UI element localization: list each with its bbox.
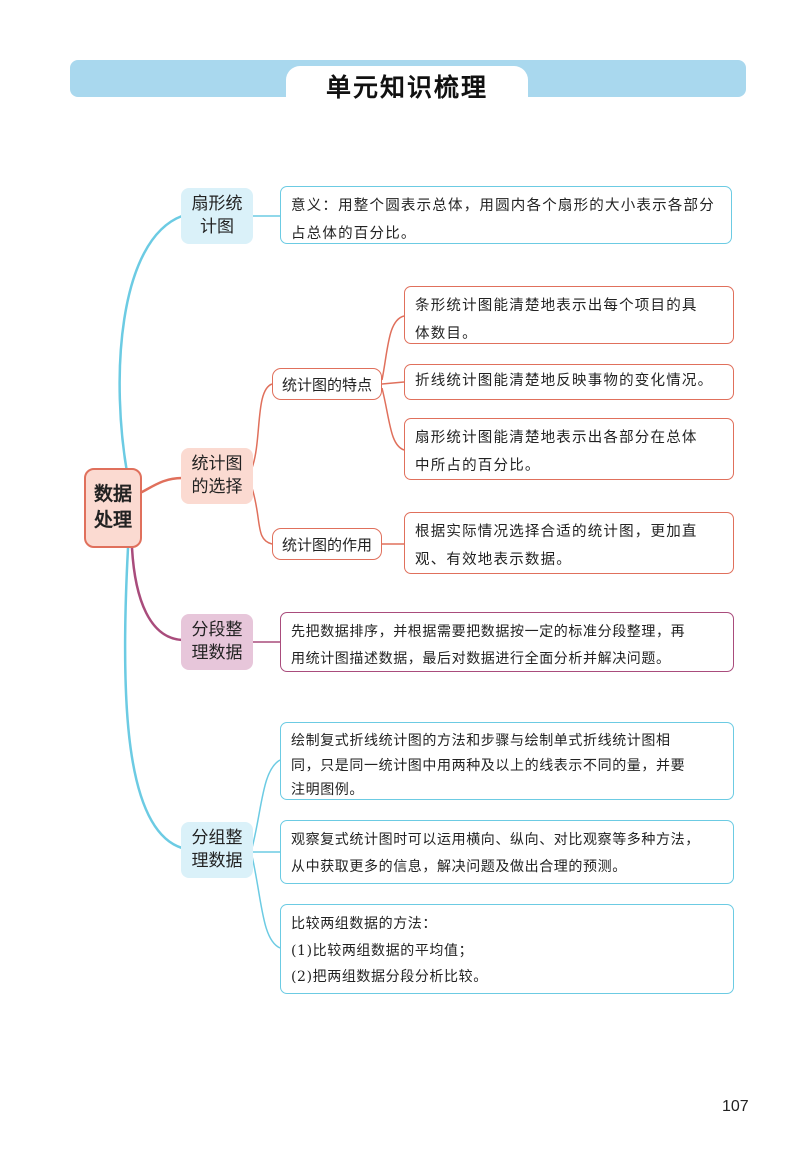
connector-root-group xyxy=(123,546,184,850)
page-number: 107 xyxy=(722,1098,749,1115)
feature-line-chart-box: 折线统计图能清楚地反映事物的变化情况。 xyxy=(404,364,734,400)
group-item1-line-3: 注明图例。 xyxy=(291,782,364,798)
feature-pie-line-1: 扇形统计图能清楚地表示出各部分在总体 xyxy=(415,430,698,446)
branch-segment-data: 分段整 理数据 xyxy=(181,614,253,670)
subnode-chart-usage: 统计图的作用 xyxy=(272,528,382,560)
branch-group-line-2: 理数据 xyxy=(191,851,243,871)
branch-pie-line-2: 计图 xyxy=(200,217,234,237)
segment-line-2: 用统计图描述数据，最后对数据进行全面分析并解决问题。 xyxy=(291,650,671,667)
root-line-2: 处理 xyxy=(93,509,132,531)
branch-segment-line-1: 分段整 xyxy=(191,620,243,641)
connector-features-item1 xyxy=(381,315,405,381)
group-observe-box: 观察复式统计图时可以运用横向、纵向、对比观察等多种方法， 从中获取更多的信息，解… xyxy=(280,820,734,884)
feature-pie-chart-box: 扇形统计图能清楚地表示出各部分在总体 中所占的百分比。 xyxy=(404,418,734,480)
feature-pie-line-2: 中所占的百分比。 xyxy=(415,457,541,474)
connector-root-pie xyxy=(118,214,184,480)
branch-pie-chart: 扇形统 计图 xyxy=(181,188,253,244)
branch-segment-line-2: 理数据 xyxy=(191,643,243,663)
group-item3-line-3: (2)把两组数据分段分析比较。 xyxy=(291,969,488,986)
branch-group-data: 分组整 理数据 xyxy=(181,822,253,878)
group-item2-line-2: 从中获取更多的信息，解决问题及做出合理的预测。 xyxy=(291,858,627,875)
connector-group-item3 xyxy=(251,855,281,949)
root-line-1: 数据 xyxy=(93,483,132,506)
connector-features-item2 xyxy=(381,381,405,385)
group-item2-line-1: 观察复式统计图时可以运用横向、纵向、对比观察等多种方法， xyxy=(291,832,700,848)
usage-line-1: 根据实际情况选择合适的统计图，更加直 xyxy=(415,524,698,540)
usage-line-2: 观、有效地表示数据。 xyxy=(415,551,572,568)
connector-choice-usage xyxy=(251,487,273,545)
connector-group-item1 xyxy=(251,759,281,849)
group-compare-box: 比较两组数据的方法： (1)比较两组数据的平均值； (2)把两组数据分段分析比较… xyxy=(280,904,734,994)
group-item1-line-2: 同，只是同一统计图中用两种及以上的线表示不同的量，并要 xyxy=(291,757,686,774)
pie-meaning-line-1: 意义：用整个圆表示总体，用圆内各个扇形的大小表示各部分 xyxy=(291,198,715,214)
group-item3-line-1: 比较两组数据的方法： xyxy=(291,916,437,932)
feature-bar-chart-box: 条形统计图能清楚地表示出每个项目的具 体数目。 xyxy=(404,286,734,344)
usage-detail-box: 根据实际情况选择合适的统计图，更加直 观、有效地表示数据。 xyxy=(404,512,734,574)
branch-choice-line-1: 统计图 xyxy=(191,454,243,475)
pie-meaning-box: 意义：用整个圆表示总体，用圆内各个扇形的大小表示各部分 占总体的百分比。 xyxy=(280,186,732,244)
connector-features-item3 xyxy=(381,387,405,451)
subnode-chart-features: 统计图的特点 xyxy=(272,368,382,400)
connector-root-segment xyxy=(130,546,184,642)
connector-choice-features xyxy=(251,383,273,469)
segment-line-1: 先把数据排序，并根据需要把数据按一定的标准分段整理，再 xyxy=(291,624,686,640)
group-compound-line-box: 绘制复式折线统计图的方法和步骤与绘制单式折线统计图相 同，只是同一统计图中用两种… xyxy=(280,722,734,800)
segment-detail-box: 先把数据排序，并根据需要把数据按一定的标准分段整理，再 用统计图描述数据，最后对… xyxy=(280,612,734,672)
feature-bar-line-2: 体数目。 xyxy=(415,325,478,342)
page-title: 单元知识梳理 xyxy=(286,66,528,106)
branch-group-line-1: 分组整 xyxy=(191,828,243,849)
group-item1-line-1: 绘制复式折线统计图的方法和步骤与绘制单式折线统计图相 xyxy=(291,733,671,749)
branch-chart-choice: 统计图 的选择 xyxy=(181,448,253,504)
branch-pie-line-1: 扇形统 xyxy=(191,194,243,215)
root-node: 数据 处理 xyxy=(84,468,142,548)
feature-line-line-1: 折线统计图能清楚地反映事物的变化情况。 xyxy=(415,373,714,389)
branch-choice-line-2: 的选择 xyxy=(191,477,243,497)
feature-bar-line-1: 条形统计图能清楚地表示出每个项目的具 xyxy=(415,298,698,314)
pie-meaning-line-2: 占总体的百分比。 xyxy=(291,225,417,242)
group-item3-line-2: (1)比较两组数据的平均值； xyxy=(291,942,474,959)
connector-root-choice xyxy=(140,476,184,494)
